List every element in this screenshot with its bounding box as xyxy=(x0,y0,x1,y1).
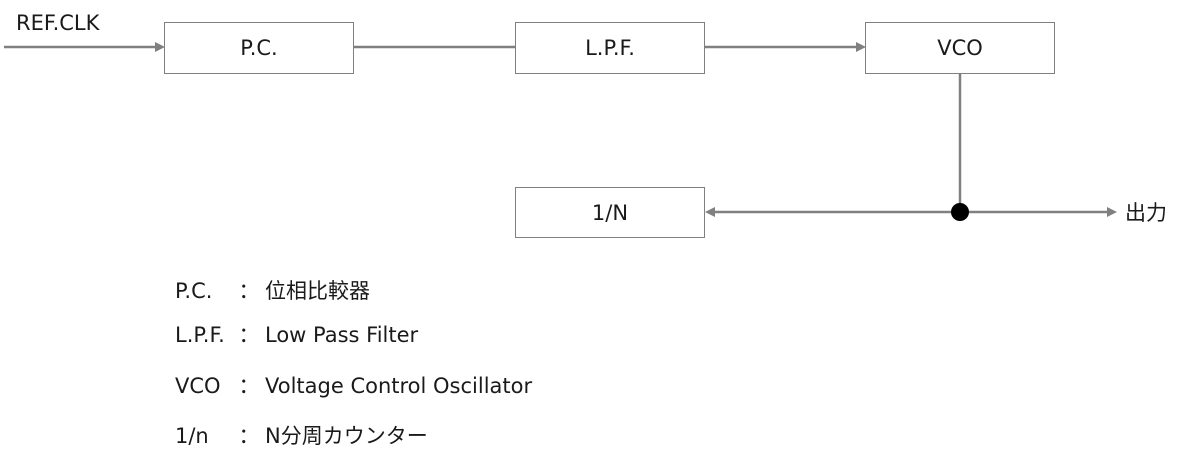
pc-block: P.C. xyxy=(164,22,354,74)
legend-colon: ： xyxy=(238,279,260,303)
lpf-to-vco-arrow-icon xyxy=(856,42,866,52)
legend-term: VCO xyxy=(175,374,221,398)
divider-block-label: 1/N xyxy=(592,201,628,225)
ref-clk-arrow-icon xyxy=(155,42,165,52)
legend-term: P.C. xyxy=(175,279,213,303)
vco-block: VCO xyxy=(865,22,1055,74)
output-arrow-icon xyxy=(1107,207,1117,217)
legend-colon: ： xyxy=(238,323,260,347)
legend-description: 位相比較器 xyxy=(265,279,370,303)
legend-description: Low Pass Filter xyxy=(265,323,419,347)
lpf-block: L.P.F. xyxy=(515,22,705,74)
legend-colon: ： xyxy=(238,374,260,398)
junction-node-icon xyxy=(951,203,969,221)
legend-description: N分周カウンター xyxy=(265,424,428,448)
feedback-arrow-icon xyxy=(705,207,715,217)
legend-colon: ： xyxy=(238,424,260,448)
pc-block-label: P.C. xyxy=(240,36,277,60)
divider-block: 1/N xyxy=(515,187,705,238)
legend-description: Voltage Control Oscillator xyxy=(265,374,533,398)
legend-term: L.P.F. xyxy=(175,323,225,347)
lpf-block-label: L.P.F. xyxy=(585,36,635,60)
vco-block-label: VCO xyxy=(937,36,983,60)
legend-term: 1/n xyxy=(175,424,209,448)
output-label: 出力 xyxy=(1125,201,1167,225)
ref-clk-label: REF.CLK xyxy=(16,11,101,35)
